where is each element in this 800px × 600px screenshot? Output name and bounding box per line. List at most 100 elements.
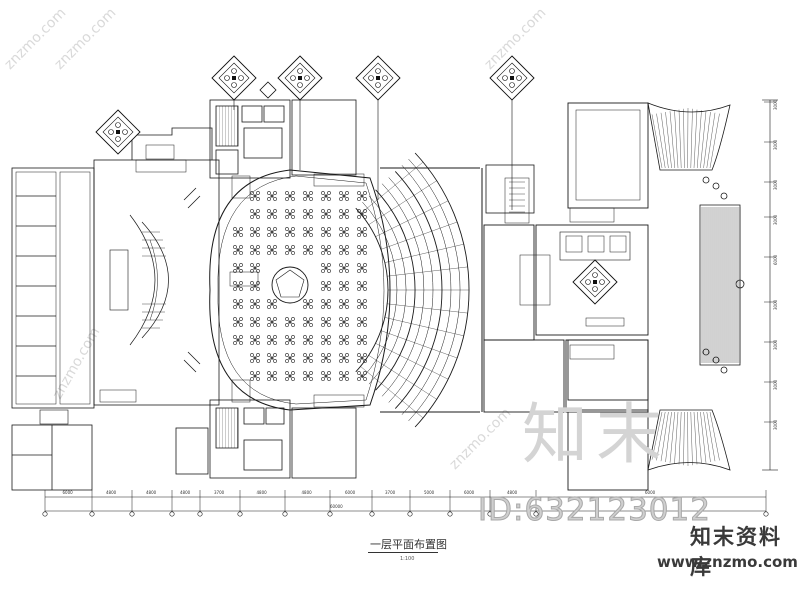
right-dimension-line — [762, 99, 778, 471]
banquet-table — [284, 226, 296, 238]
watermark-logo-text: 知末资料库 — [690, 525, 782, 579]
banquet-table — [302, 208, 314, 220]
banquet-table — [320, 334, 332, 346]
bottom-dimension-label: 6000 — [464, 490, 475, 495]
banquet-table — [284, 370, 296, 382]
axis-bubble — [282, 511, 288, 517]
banquet-table — [266, 226, 278, 238]
lobby — [483, 224, 649, 413]
drawing-caption: 一层平面布置图 — [370, 538, 447, 551]
banquet-table — [356, 190, 368, 202]
right-dimension-label: 3000 — [773, 339, 778, 350]
banquet-table — [249, 244, 261, 256]
right-dimension-label: 3000 — [773, 299, 778, 310]
banquet-table — [338, 316, 350, 328]
right-dimension-label: 3000 — [773, 379, 778, 390]
banquet-table — [266, 244, 278, 256]
seating-aisle — [387, 303, 468, 314]
banquet-table — [249, 352, 261, 364]
watermark-diag-5: znzmo.com — [50, 325, 104, 402]
left-wing — [11, 167, 95, 491]
banquet-table — [249, 208, 261, 220]
banquet-table — [356, 316, 368, 328]
seating-aisle — [380, 330, 458, 359]
stage — [93, 159, 220, 406]
banquet-table — [338, 352, 350, 364]
tag-diamond-1 — [211, 55, 257, 101]
axis-bubble — [407, 511, 413, 517]
banquet-table — [338, 370, 350, 382]
seating-aisle — [360, 366, 424, 419]
banquet-table — [356, 370, 368, 382]
banquet-table — [320, 190, 332, 202]
axis-bubble — [763, 511, 769, 517]
banquet-table — [320, 244, 332, 256]
right-dimension-label: 3000 — [773, 419, 778, 430]
right-dimension-label: 6000 — [773, 254, 778, 265]
banquet-table — [356, 244, 368, 256]
axis-bubble — [447, 511, 453, 517]
auditorium-seating — [355, 152, 470, 428]
banquet-table — [302, 244, 314, 256]
banquet-table — [338, 244, 350, 256]
tag-diamond-2 — [277, 55, 323, 101]
banquet-table — [232, 334, 244, 346]
banquet-table — [302, 226, 314, 238]
banquet-table — [249, 316, 261, 328]
banquet-table — [232, 262, 244, 274]
banquet-table — [338, 190, 350, 202]
banquet-table — [266, 190, 278, 202]
axis-bubble — [197, 511, 203, 517]
banquet-table — [302, 352, 314, 364]
banquet-table — [266, 208, 278, 220]
banquet-table — [320, 298, 332, 310]
banquet-table — [266, 316, 278, 328]
banquet-table — [284, 352, 296, 364]
banquet-table — [356, 298, 368, 310]
banquet-table — [320, 208, 332, 220]
banquet-table — [249, 298, 261, 310]
banquet-table — [232, 244, 244, 256]
banquet-table — [338, 262, 350, 274]
banquet-table — [284, 190, 296, 202]
banquet-table — [320, 352, 332, 364]
seating-aisle — [375, 343, 449, 380]
tag-diamond-3 — [355, 55, 401, 101]
seating-aisle — [375, 200, 449, 237]
drawing-scale: 1:100 — [400, 556, 415, 562]
banquet-table — [284, 316, 296, 328]
banquet-table — [338, 208, 350, 220]
banquet-table — [356, 334, 368, 346]
right-rooms — [567, 102, 649, 491]
axis-bubble — [42, 511, 48, 517]
axis-bubble — [129, 511, 135, 517]
banquet-table — [284, 334, 296, 346]
bottom-dimension-label: 4800 — [180, 490, 191, 495]
dressing-room-block — [11, 167, 95, 409]
seating-aisle — [368, 180, 437, 225]
bottom-dimension-label: 4800 — [106, 490, 117, 495]
tag-diamond-6 — [572, 259, 618, 305]
banquet-table — [302, 334, 314, 346]
banquet-table — [266, 370, 278, 382]
banquet-table — [356, 208, 368, 220]
tag-diamond-5 — [95, 109, 141, 155]
bottom-dimension-label: 3700 — [385, 490, 396, 495]
banquet-table — [338, 298, 350, 310]
banquet-table — [338, 226, 350, 238]
banquet-table — [249, 334, 261, 346]
watermark-url: www.znzmo.com — [657, 553, 798, 571]
banquet-table — [338, 280, 350, 292]
bottom-dimension-label: 6000 — [645, 490, 656, 495]
bottom-dimension-label: 3700 — [214, 490, 225, 495]
banquet-table — [284, 208, 296, 220]
banquet-table — [356, 226, 368, 238]
banquet-table — [232, 316, 244, 328]
banquet-table — [249, 370, 261, 382]
banquet-table — [302, 316, 314, 328]
banquet-table — [320, 262, 332, 274]
watermark-id: ID:632123012 — [478, 492, 711, 529]
banquet-hall — [209, 169, 391, 411]
banquet-table — [320, 226, 332, 238]
